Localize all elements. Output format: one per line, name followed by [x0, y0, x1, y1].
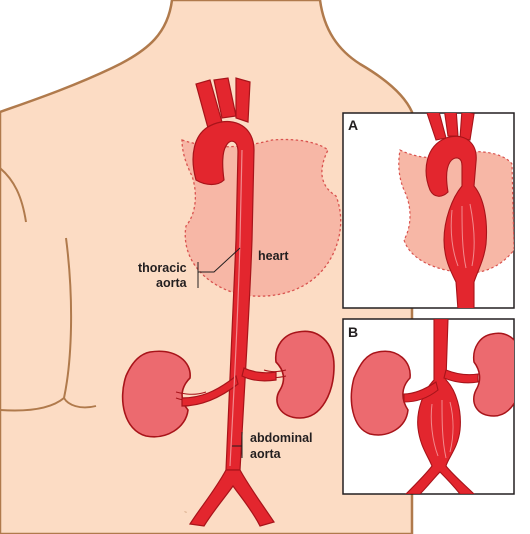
thoracic-label-1: thoracic — [138, 261, 187, 275]
abdominal-label-2: aorta — [250, 447, 282, 461]
panel-a-letter: A — [348, 117, 358, 133]
artist-mark: ~ — [184, 510, 187, 516]
panel-b-letter: B — [348, 324, 358, 340]
thoracic-label-2: aorta — [156, 276, 188, 290]
heart-label: heart — [258, 249, 289, 263]
panel-a: A — [343, 108, 514, 310]
panel-b: B — [343, 319, 524, 494]
abdominal-label-1: abdominal — [250, 431, 313, 445]
